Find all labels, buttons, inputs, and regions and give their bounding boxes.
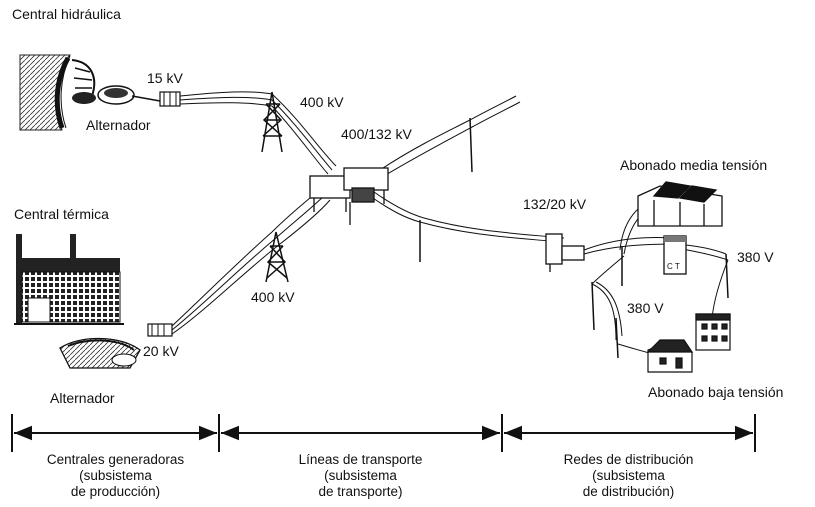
voltage-132-20kv: 132/20 kV (523, 196, 587, 212)
section-transport-sub1: (subsistema (324, 468, 397, 483)
pylon-lower (265, 231, 289, 283)
thermal-plant-label: Central térmica (14, 206, 109, 222)
thermal-plant-illustration (14, 234, 124, 325)
section-production-sub2: de producción) (70, 484, 161, 499)
section-distribution-title: Redes de distribución (563, 452, 694, 467)
voltage-380v-right: 380 V (737, 249, 774, 265)
house (646, 339, 694, 373)
poles-132kv (419, 117, 473, 262)
thermal-alternator-label: Alternador (50, 390, 115, 406)
pylon-upper (261, 91, 283, 153)
substation-400-132 (309, 167, 389, 225)
voltage-400-132kv: 400/132 kV (341, 126, 412, 142)
voltage-380v-lower: 380 V (627, 300, 664, 316)
distribution-poles (591, 246, 729, 359)
hydro-plant-illustration (19, 54, 96, 131)
section-transport-title: Líneas de transporte (298, 452, 423, 467)
hydro-step-up-transformer (159, 91, 181, 107)
apartment-building (695, 313, 731, 351)
low-voltage-consumer-label: Abonado baja tensión (648, 384, 784, 400)
section-ruler (11, 414, 756, 452)
section-distribution-sub1: (subsistema (592, 468, 665, 483)
ct-label: C T (667, 262, 680, 271)
section-production-sub1: (subsistema (79, 468, 152, 483)
section-transport-sub2: de transporte) (318, 484, 403, 499)
voltage-15kv: 15 kV (147, 70, 183, 86)
section-distribution-sub2: de distribución) (582, 484, 675, 499)
voltage-400kv-upper: 400 kV (300, 94, 344, 110)
substation-132-20 (545, 233, 585, 272)
thermal-alternator (59, 337, 141, 369)
hydro-plant-label: Central hidráulica (12, 6, 121, 22)
section-transport: Líneas de transporte (subsistema de tran… (219, 452, 502, 500)
section-production: Centrales generadoras (subsistema de pro… (12, 452, 219, 500)
ct-transformer-kiosk (663, 235, 687, 275)
thermal-step-up-transformer (147, 323, 173, 337)
section-distribution: Redes de distribución (subsistema de dis… (502, 452, 755, 500)
hydro-alternator-label: Alternador (86, 117, 151, 133)
medium-voltage-consumer-label: Abonado media tensión (620, 157, 768, 173)
section-production-title: Centrales generadoras (46, 452, 185, 467)
medium-voltage-building (637, 181, 723, 227)
voltage-20kv: 20 kV (143, 343, 179, 359)
hydro-alternator (97, 85, 161, 105)
voltage-400kv-lower: 400 kV (251, 289, 295, 305)
